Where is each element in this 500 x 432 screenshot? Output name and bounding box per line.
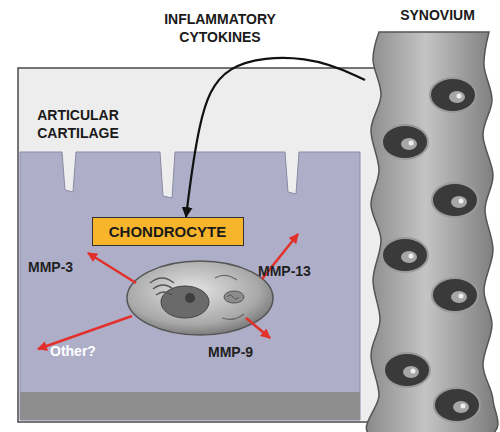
synovial-cell <box>432 278 478 312</box>
box-label: CHONDROCYTE <box>93 223 242 241</box>
synovial-cell <box>434 388 480 422</box>
synovium-shape <box>365 0 500 432</box>
secretion-arrow <box>88 253 136 283</box>
nucleolus <box>459 294 464 299</box>
cell-body <box>382 238 428 272</box>
cell-label-box: CHONDROCYTE <box>92 217 244 246</box>
cell-nucleus <box>451 291 467 303</box>
secretion-arrow <box>262 234 298 279</box>
region-heading: SYNOVIUM <box>385 6 490 24</box>
cell-nucleus <box>453 401 469 413</box>
cell-membrane <box>127 261 273 335</box>
cell-nucleus <box>401 138 417 150</box>
cell-body <box>434 388 480 422</box>
chondrocyte-cell <box>127 261 273 335</box>
cell-nucleus <box>401 251 417 263</box>
cell-body <box>382 125 428 159</box>
nucleolus <box>457 94 462 99</box>
synovial-cell <box>432 183 478 217</box>
cartilage-matrix <box>20 152 360 420</box>
cartilage-region: ARTICULAR CARTILAGE CHONDROCYTE <box>20 100 360 420</box>
cell-nucleus <box>161 286 209 318</box>
nucleolus <box>409 254 414 259</box>
cytokine-arrow <box>186 58 365 217</box>
cell-body <box>432 278 478 312</box>
endoplasmic-reticulum <box>215 275 244 319</box>
edge-label: INFLAMMATORY CYTOKINES <box>140 10 300 46</box>
secretion-arrow <box>246 318 270 338</box>
nucleolus <box>409 141 414 146</box>
cartilage-shape <box>20 100 360 420</box>
cell-nucleus <box>449 91 465 103</box>
subchondral-bone <box>20 392 360 420</box>
secretion-arrows <box>38 234 298 349</box>
cell-body <box>384 353 430 387</box>
secretion-arrow <box>38 316 132 349</box>
synovial-cell <box>430 78 476 112</box>
golgi-apparatus <box>150 278 174 295</box>
synovial-cell <box>384 353 430 387</box>
nucleolus <box>459 199 464 204</box>
synovium-band: SYNOVIUM <box>365 0 500 432</box>
cell-nucleus <box>403 366 419 378</box>
synovial-cell <box>382 125 428 159</box>
synovial-cell <box>382 238 428 272</box>
mitochondrion <box>224 291 244 303</box>
synovial-membrane <box>366 32 498 432</box>
nucleolus <box>185 293 195 303</box>
cell-body <box>432 183 478 217</box>
region-heading: ARTICULAR CARTILAGE <box>24 106 132 142</box>
cell-body <box>430 78 476 112</box>
nucleolus <box>411 369 416 374</box>
nucleolus <box>461 404 466 409</box>
cell-nucleus <box>451 196 467 208</box>
mitochondrion-crista <box>227 295 239 299</box>
